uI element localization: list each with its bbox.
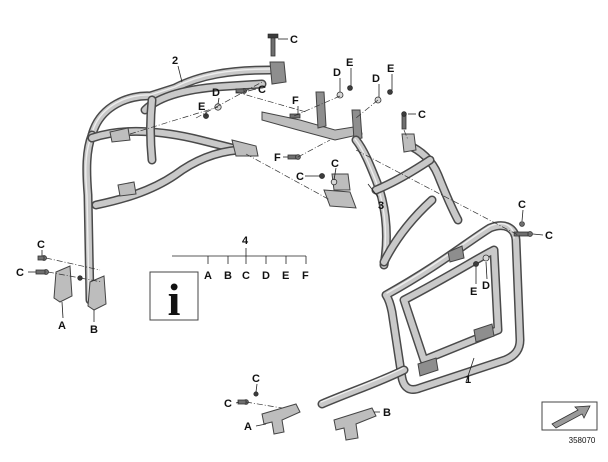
callout-a-bottom: A [244, 421, 252, 433]
callout-c-top: C [290, 34, 298, 46]
center-frame-3 [261, 91, 463, 270]
callout-e-upper-right-2: E [387, 63, 394, 75]
diagram-number: 358070 [569, 436, 596, 445]
callout-d-upper-right-1: D [333, 67, 341, 79]
callout-c-left-top: C [37, 239, 45, 251]
legend-group-number: 4 [242, 235, 249, 247]
callout-c-bottom-side: C [224, 398, 232, 410]
legend-item-b: B [224, 270, 232, 282]
legend-item-a: A [204, 270, 212, 282]
callout-c-bottom-top: C [252, 373, 260, 385]
callout-f-upper: F [292, 95, 299, 107]
fasteners-upper [203, 33, 533, 267]
alignment-lines [129, 81, 521, 409]
callout-labels: 2 3 1 C E D E D C D E F F C C C C C E D … [16, 34, 553, 433]
callout-c-frame3-right: C [418, 109, 426, 121]
kit-legend: 4 A B C D E F i [149, 235, 309, 325]
callout-d-frame2: D [212, 87, 220, 99]
lower-frame-1 [317, 221, 525, 409]
left-mount-plates [35, 255, 107, 311]
callout-a-left: A [58, 320, 66, 332]
callout-d-upper-right-2: D [372, 73, 380, 85]
callout-part-3: 3 [378, 200, 384, 212]
callout-c-right-top: C [518, 199, 526, 211]
callout-b-bottom: B [383, 407, 391, 419]
info-icon-letter: i [168, 274, 181, 325]
callout-c-frame3-top: C [331, 158, 339, 170]
callout-f-lower: F [274, 152, 281, 164]
callout-part-2: 2 [172, 55, 178, 67]
callout-d-right: D [482, 280, 490, 292]
info-icon: i [149, 271, 199, 325]
legend-item-d: D [262, 270, 270, 282]
orientation-arrow-icon [541, 401, 598, 431]
legend-item-e: E [282, 270, 289, 282]
legend-item-c: C [242, 270, 250, 282]
callout-e-frame2: E [198, 101, 205, 113]
legend-item-f: F [302, 270, 309, 282]
upper-frame-2 [82, 61, 287, 305]
callout-c-left-side: C [16, 267, 24, 279]
callout-c-right-side: C [545, 230, 553, 242]
leader-lines [28, 38, 544, 427]
callout-c-frame2: C [258, 84, 266, 96]
callout-part-1: 1 [465, 374, 471, 386]
callout-b-left: B [90, 324, 98, 336]
bottom-mount-plates [237, 391, 377, 441]
callout-e-right: E [470, 286, 477, 298]
callout-c-frame3-left: C [296, 171, 304, 183]
callout-e-upper-right-1: E [346, 57, 353, 69]
